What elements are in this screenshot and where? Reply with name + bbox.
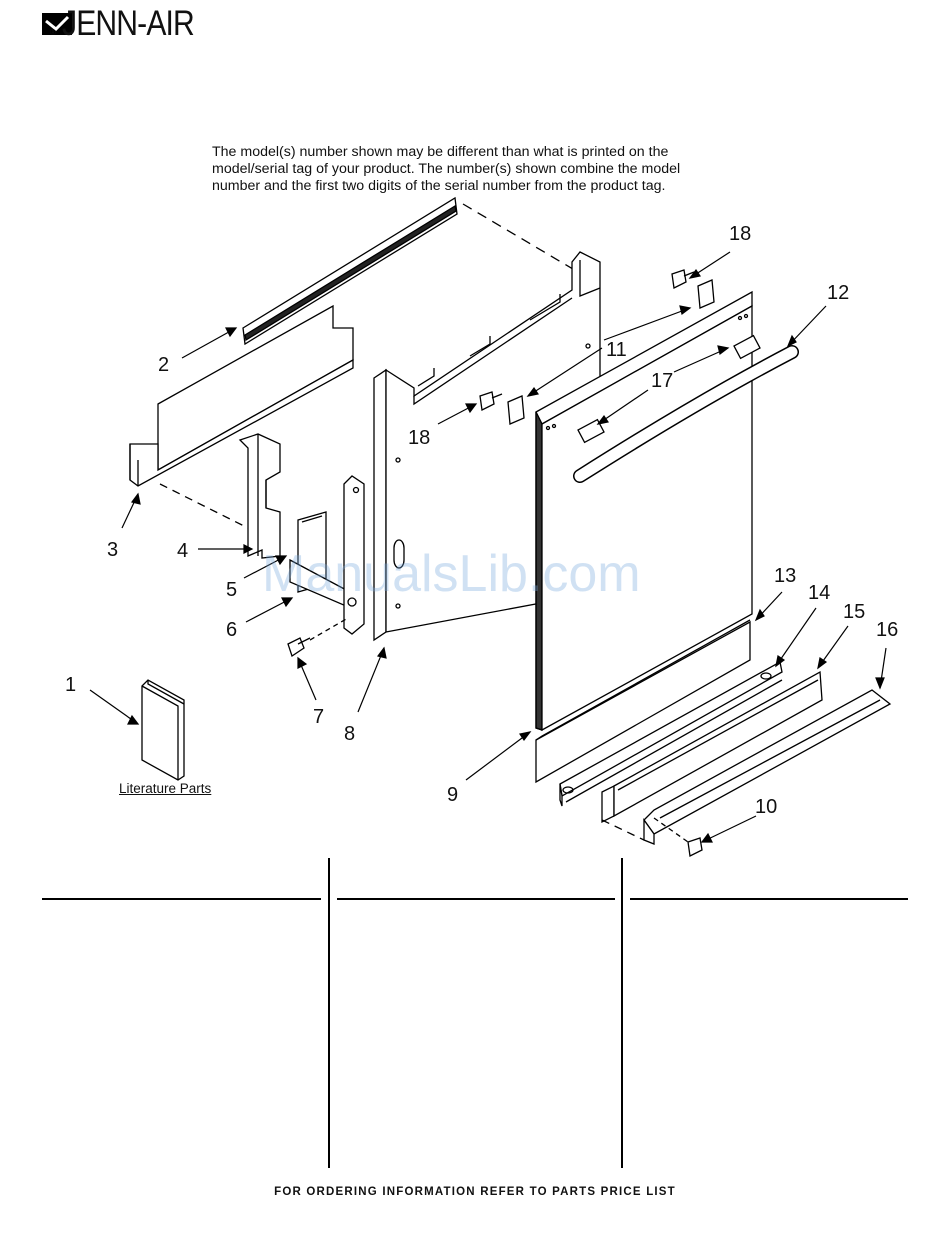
callout-10: 10 — [755, 796, 778, 818]
callout-18-right: 18 — [729, 223, 752, 245]
callout-18-left: 18 — [408, 427, 431, 449]
callout-15: 15 — [843, 601, 866, 623]
callout-17: 17 — [651, 370, 674, 392]
part-16-kickplate — [643, 689, 892, 845]
callout-13: 13 — [774, 565, 797, 587]
part-14-rail — [559, 661, 783, 807]
callout-4: 4 — [177, 540, 189, 562]
brand-name: JENN-AIR — [61, 4, 195, 43]
disclaimer-line: The model(s) number shown may be differe… — [212, 144, 669, 160]
column-rule-2 — [337, 898, 615, 900]
part-13-trim — [535, 619, 751, 784]
callout-6: 6 — [226, 619, 238, 641]
jenn-air-logo-icon — [42, 13, 72, 35]
part-1-literature — [141, 679, 185, 781]
column-divider-2 — [621, 858, 623, 1168]
callout-12: 12 — [827, 282, 850, 304]
registered-mark: ® — [50, 27, 56, 37]
callout-1: 1 — [65, 674, 77, 696]
part-3-side-panel — [129, 304, 354, 487]
callout-5: 5 — [226, 579, 238, 601]
callout-8: 8 — [344, 723, 356, 745]
callout-3: 3 — [107, 539, 119, 561]
brand-logo: ® JENN-AIR — [42, 4, 215, 44]
part-12-handle — [573, 345, 799, 483]
callout-2: 2 — [158, 354, 170, 376]
column-rule-3 — [630, 898, 908, 900]
part-9-door-panel — [535, 290, 753, 732]
model-disclaimer: The model(s) number shown may be differe… — [212, 144, 772, 195]
part-2-strip — [242, 196, 458, 346]
callout-9: 9 — [447, 784, 459, 806]
ordering-footer: FOR ORDERING INFORMATION REFER TO PARTS … — [274, 1186, 676, 1198]
part-15-rail — [601, 670, 823, 824]
part-17-standoffs — [577, 334, 761, 444]
callout-11: 11 — [606, 339, 627, 361]
callout-7: 7 — [313, 706, 325, 728]
part-10-screw — [687, 837, 703, 857]
leader-arrows — [89, 251, 887, 843]
literature-parts-label: Literature Parts — [119, 781, 212, 796]
callout-14: 14 — [808, 582, 831, 604]
part-4-bracket — [238, 433, 281, 559]
column-rule-1 — [42, 898, 321, 900]
part-18-screws — [479, 269, 695, 411]
disclaimer-line: number and the first two digits of the s… — [212, 178, 666, 194]
disclaimer-line: model/serial tag of your product. The nu… — [212, 161, 681, 177]
callout-16: 16 — [876, 619, 899, 641]
column-divider-1 — [328, 858, 330, 1168]
part-6-hinge — [289, 475, 365, 635]
part-11-clips — [507, 279, 715, 425]
part-7-screw — [287, 637, 311, 658]
watermark: ManualsLib.com — [262, 545, 641, 603]
